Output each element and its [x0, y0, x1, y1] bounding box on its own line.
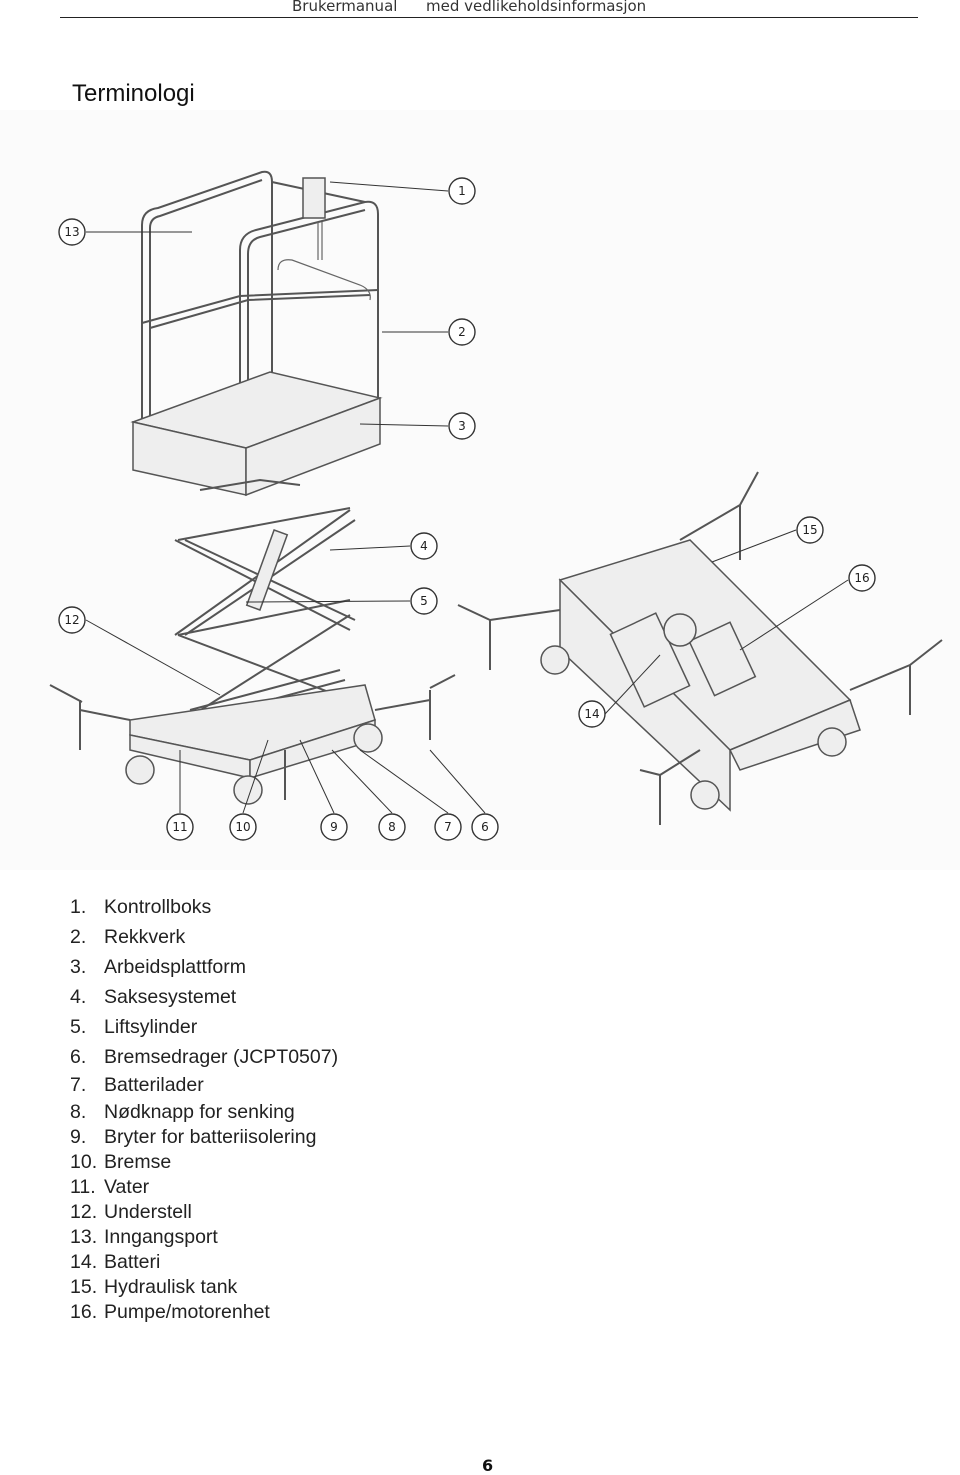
leader-lines — [85, 181, 849, 814]
svg-text:13: 13 — [64, 225, 79, 239]
callout-4: 4 — [410, 532, 438, 560]
legend-item: 8.Nødknapp for senking — [70, 1101, 295, 1123]
legend-item: 5.Liftsylinder — [70, 1016, 198, 1038]
work-platform — [130, 371, 383, 497]
svg-text:7: 7 — [444, 820, 452, 834]
callout-5: 5 — [410, 587, 438, 615]
svg-text:14: 14 — [584, 707, 599, 721]
callout-7: 7 — [434, 813, 462, 841]
legend-item: 10.Bremse — [70, 1151, 172, 1173]
header-subtitle: med vedlikeholdsinformasjon — [426, 0, 647, 15]
scissor-lift-diagram: 1 2 3 4 5 6 7 8 9 10 11 12 13 14 15 16 — [0, 110, 960, 870]
callout-10: 10 — [229, 813, 257, 841]
callout-11: 11 — [166, 813, 194, 841]
page-title: Terminologi — [72, 80, 195, 107]
svg-text:16: 16 — [854, 571, 869, 585]
guardrail — [141, 170, 379, 445]
svg-text:1: 1 — [458, 184, 466, 198]
svg-text:6: 6 — [481, 820, 489, 834]
legend-item: 6.Bremsedrager (JCPT0507) — [70, 1046, 339, 1068]
scissor-system — [174, 478, 356, 721]
svg-text:11: 11 — [172, 820, 187, 834]
legend-item: 3.Arbeidsplattform — [70, 956, 246, 978]
callout-14: 14 — [578, 700, 606, 728]
legend-item: 15.Hydraulisk tank — [70, 1276, 238, 1298]
base-unit — [457, 471, 943, 825]
callout-3: 3 — [448, 412, 476, 440]
legend-item: 14.Batteri — [70, 1251, 161, 1273]
svg-text:2: 2 — [458, 325, 466, 339]
legend-item: 12.Understell — [70, 1201, 192, 1223]
callout-9: 9 — [320, 813, 348, 841]
legend-item: 13.Inngangsport — [70, 1226, 218, 1248]
legend-item: 4.Saksesystemet — [70, 986, 237, 1008]
header-manual-title: Brukermanual — [292, 0, 398, 15]
svg-text:5: 5 — [420, 594, 428, 608]
svg-text:12: 12 — [64, 613, 79, 627]
legend-item: 7.Batterilader — [70, 1074, 204, 1096]
callout-6: 6 — [471, 813, 499, 841]
svg-text:10: 10 — [235, 820, 250, 834]
callout-2: 2 — [448, 318, 476, 346]
svg-text:3: 3 — [458, 419, 466, 433]
chassis-left — [49, 674, 456, 805]
callout-1: 1 — [448, 177, 476, 205]
svg-text:8: 8 — [388, 820, 396, 834]
legend-item: 11.Vater — [70, 1176, 150, 1198]
legend-item: 1.Kontrollboks — [70, 896, 212, 918]
page-number: 6 — [482, 1456, 494, 1475]
callout-13: 13 — [58, 218, 86, 246]
page-header: Brukermanual med vedlikeholdsinformasjon — [60, 0, 918, 18]
legend-item: 2.Rekkverk — [70, 926, 186, 948]
svg-text:4: 4 — [420, 539, 428, 553]
svg-text:9: 9 — [330, 820, 338, 834]
legend-item: 16.Pumpe/motorenhet — [70, 1301, 270, 1323]
svg-text:15: 15 — [802, 523, 817, 537]
callout-12: 12 — [58, 606, 86, 634]
callout-16: 16 — [848, 564, 876, 592]
callout-8: 8 — [378, 813, 406, 841]
callout-15: 15 — [796, 516, 824, 544]
legend-item: 9.Bryter for batteriisolering — [70, 1126, 317, 1148]
